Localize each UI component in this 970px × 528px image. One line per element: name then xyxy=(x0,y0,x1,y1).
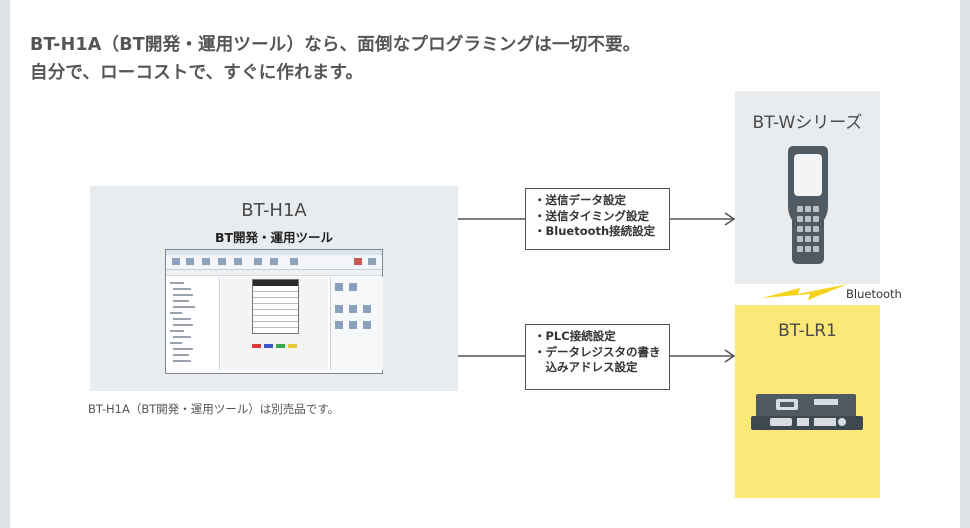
ribbon-icon xyxy=(368,258,376,265)
ribbon-icon xyxy=(354,258,362,265)
settings-top-line-2: ・送信タイミング設定 xyxy=(534,208,649,223)
menu-row xyxy=(253,286,298,292)
menu-row xyxy=(253,322,298,328)
software-screenshot xyxy=(165,249,383,374)
screenshot-menu xyxy=(252,279,299,334)
ribbon-icon xyxy=(218,258,226,265)
ribbon-icon xyxy=(270,258,278,265)
device-w-name: BT-Wシリーズ xyxy=(752,113,863,133)
tree-line xyxy=(173,306,195,308)
property-icon xyxy=(335,321,343,329)
settings-bottom-line-1: ・PLC接続設定 xyxy=(534,329,616,343)
ribbon-icon xyxy=(172,258,180,265)
settings-bottom-line-2: ・データレジスタの書き xyxy=(534,344,661,359)
menu-header xyxy=(253,280,298,286)
settings-top-line-3: ・Bluetooth接続設定 xyxy=(534,224,656,238)
menu-row xyxy=(253,316,298,322)
ribbon-icon xyxy=(254,258,262,265)
tree-line xyxy=(170,330,184,332)
tree-line xyxy=(173,288,191,290)
property-icon xyxy=(363,305,371,313)
menu-row xyxy=(253,292,298,298)
menu-row xyxy=(253,298,298,304)
tree-line xyxy=(170,342,182,344)
settings-box-top: ・送信データ設定 ・送信タイミング設定 ・Bluetooth接続設定 xyxy=(525,188,670,250)
headline-line-2: 自分で、ローコストで、すぐに作れます。 xyxy=(30,63,364,83)
property-icon xyxy=(349,305,357,313)
settings-box-bottom: ・PLC接続設定 ・データレジスタの書き 込みアドレス設定 xyxy=(525,324,670,390)
tree-line xyxy=(173,348,193,350)
color-key xyxy=(264,344,273,348)
color-key xyxy=(288,344,297,348)
receiver-unit-icon xyxy=(751,394,863,430)
tool-name: BT-H1A xyxy=(241,200,307,221)
property-icon xyxy=(335,283,343,291)
settings-bottom-line-3: 込みアドレス設定 xyxy=(534,360,638,374)
bluetooth-label: Bluetooth xyxy=(846,287,902,301)
property-icon xyxy=(349,283,357,291)
property-icon xyxy=(349,321,357,329)
tree-line xyxy=(173,318,191,320)
headline-line-1: BT-H1A（BT開発・運用ツール）なら、面倒なプログラミングは一切不要。 xyxy=(30,35,641,55)
ribbon-icon xyxy=(202,258,210,265)
tree-line xyxy=(170,312,182,314)
screenshot-canvas xyxy=(221,277,328,370)
lightning-bolt-icon xyxy=(762,284,848,300)
property-icon xyxy=(363,321,371,329)
arrow-head-bottom xyxy=(724,349,736,363)
tool-subtitle: BT開発・運用ツール xyxy=(214,230,334,245)
arrow-head-top xyxy=(724,212,736,226)
settings-top-line-1: ・送信データ設定 xyxy=(534,193,626,207)
footnote: BT-H1A（BT開発・運用ツール）は別売品です。 xyxy=(88,402,340,416)
tree-line xyxy=(170,282,184,284)
screenshot-ribbon xyxy=(166,255,382,270)
tree-line xyxy=(173,360,191,362)
screenshot-properties xyxy=(330,277,383,370)
headline: BT-H1A（BT開発・運用ツール）なら、面倒なプログラミングは一切不要。 自分… xyxy=(30,31,641,87)
screenshot-titlebar xyxy=(166,250,382,255)
menu-row xyxy=(253,310,298,316)
color-key xyxy=(276,344,285,348)
screenshot-toolbar xyxy=(166,270,382,276)
menu-row xyxy=(253,304,298,310)
property-icon xyxy=(335,305,343,313)
tree-line xyxy=(173,300,189,302)
device-lr-name: BT-LR1 xyxy=(778,321,837,341)
ribbon-icon xyxy=(290,258,298,265)
ribbon-icon xyxy=(234,258,242,265)
ribbon-icon xyxy=(186,258,194,265)
tree-line xyxy=(173,354,189,356)
tree-line xyxy=(173,294,193,296)
color-key xyxy=(252,344,261,348)
screenshot-tree xyxy=(167,277,220,370)
tree-line xyxy=(173,336,191,338)
handheld-scanner-icon xyxy=(788,146,828,264)
tree-line xyxy=(173,324,193,326)
